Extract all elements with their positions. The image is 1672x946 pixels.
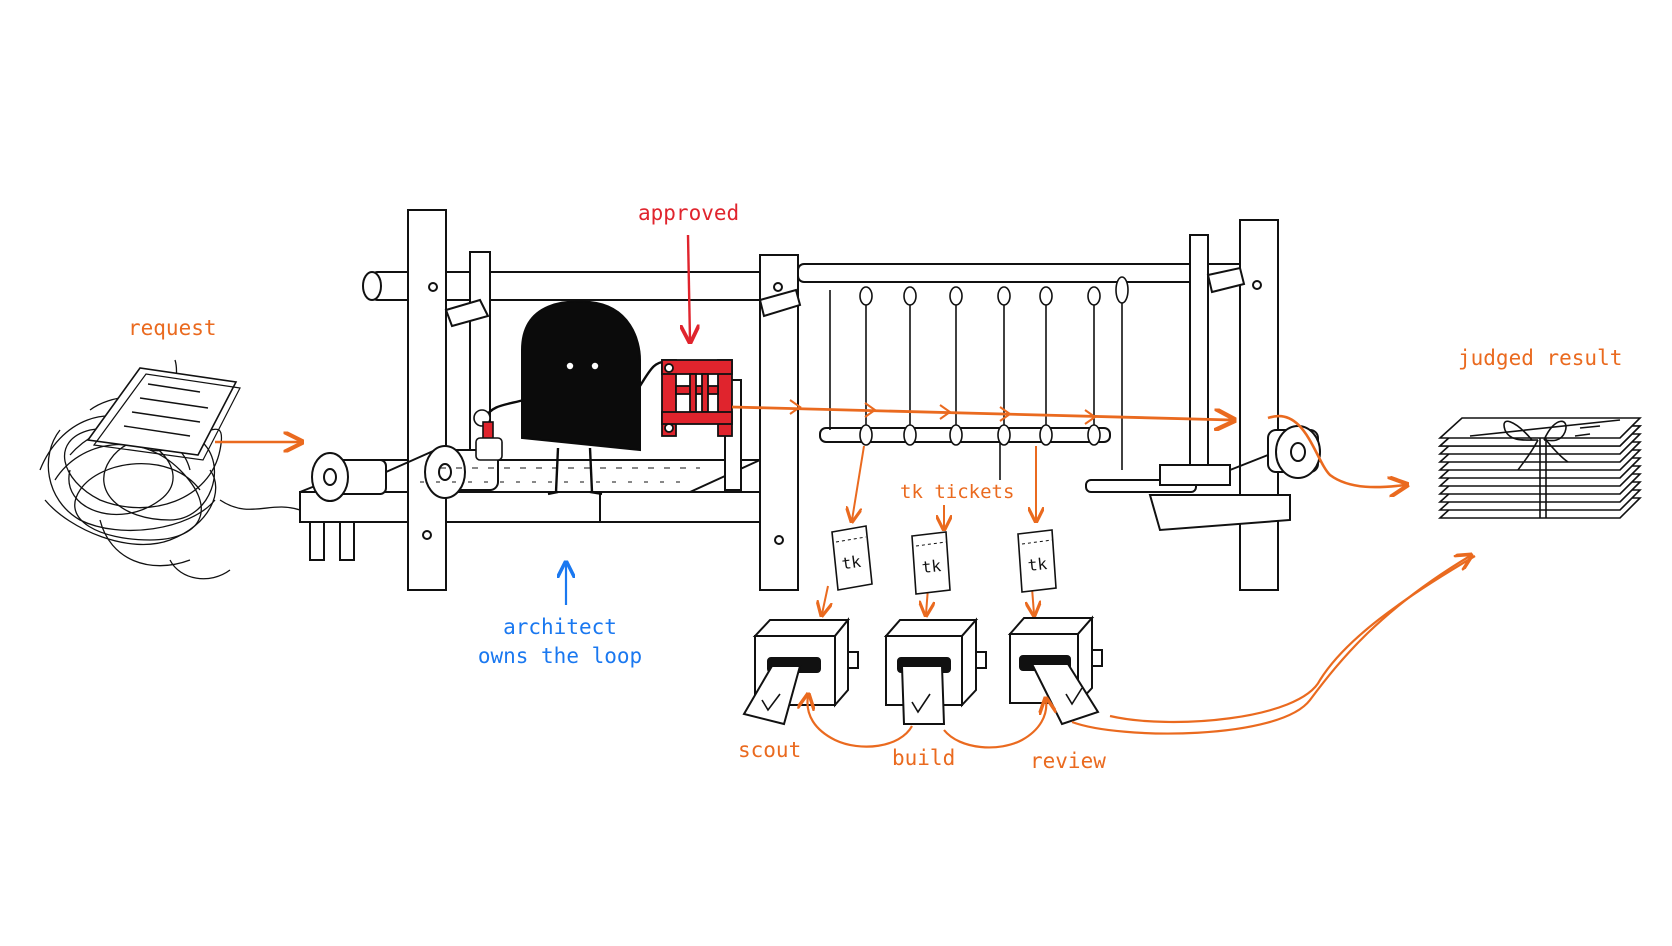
label-architect-line2: owns the loop (477, 644, 643, 668)
build-box (883, 617, 987, 725)
ticket-2: tk (911, 531, 951, 595)
label-judged-result: judged result (1458, 346, 1623, 370)
label-architect-line1: architect (503, 615, 617, 639)
judged-result-bundle (1437, 417, 1642, 519)
ticket-2-label: tk (921, 556, 943, 577)
review-box (1007, 615, 1103, 726)
ticket-1: tk (831, 525, 873, 591)
warp-beam-left (311, 447, 441, 502)
architect-character (473, 300, 669, 496)
stage-loop-arrows (807, 556, 1475, 749)
label-tk-tickets: tk tickets (900, 481, 1015, 503)
arrow-loom-to-result (1267, 414, 1405, 487)
warp-thread (731, 405, 1232, 420)
label-approved: approved (638, 201, 740, 225)
ticket-3: tk (1017, 529, 1057, 593)
label-scout: scout (738, 738, 802, 762)
heddle-frame (797, 219, 1321, 591)
ticket-3-label: tk (1027, 554, 1049, 575)
arrow-approved (688, 234, 690, 340)
label-build: build (892, 746, 956, 770)
roller-lever (473, 409, 503, 461)
label-review: review (1030, 749, 1106, 773)
ticket-1-label: tk (840, 552, 862, 574)
label-request: request (128, 316, 217, 340)
scout-box (742, 617, 859, 726)
thread-markers (789, 399, 1097, 425)
approval-gate (661, 359, 733, 437)
request-document (86, 367, 241, 461)
front-roller (424, 445, 499, 499)
